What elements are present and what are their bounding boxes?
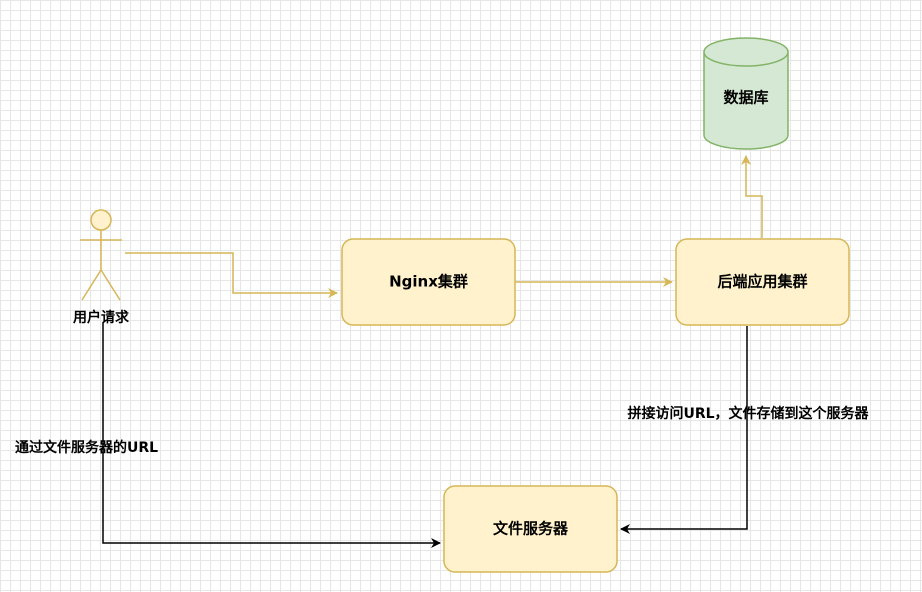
edge-user-to-nginx [125,252,338,298]
user-actor-icon[interactable] [80,209,122,301]
file-server-label: 文件服务器 [493,520,569,538]
database-label: 数据库 [723,89,768,107]
database-cylinder-icon[interactable] [703,37,789,150]
backend-cluster-box[interactable] [675,238,850,326]
nginx-cluster-label: Nginx集群 [389,273,468,291]
edge-label-user-to-file: 通过文件服务器的URL [15,439,158,456]
edge-backend-to-database [741,155,763,238]
backend-cluster-label: 后端应用集群 [717,273,807,291]
edge-user-to-file-server [102,322,441,548]
nginx-cluster-box[interactable] [341,238,516,326]
edge-label-backend-to-file: 拼接访问URL，文件存储到这个服务器 [627,405,869,422]
edge-backend-to-file-server [620,326,748,534]
file-server-box[interactable] [443,485,618,573]
user-actor-label: 用户请求 [73,309,130,326]
